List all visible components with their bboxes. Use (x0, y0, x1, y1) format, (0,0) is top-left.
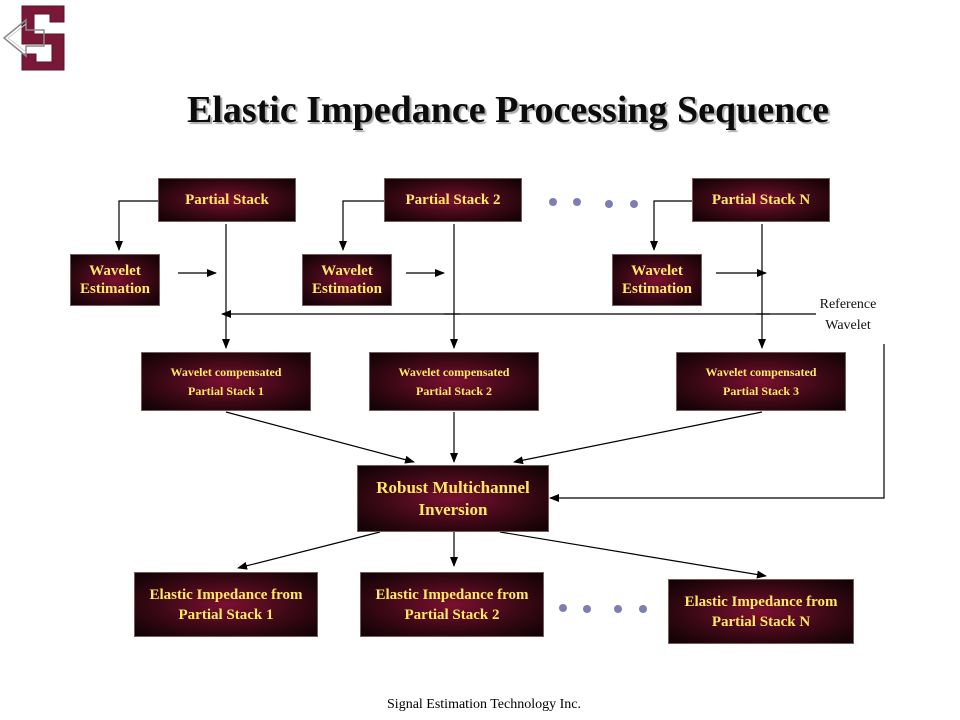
wavelet-estimation-box-2: Wavelet Estimation (302, 254, 392, 306)
ellipsis-dot (549, 198, 557, 206)
partial-stack-n-box: Partial Stack N (692, 178, 830, 222)
ellipsis-dot (559, 604, 567, 612)
company-logo (2, 5, 65, 71)
arrow-stack2-to-wavelet (339, 200, 384, 251)
partial-stack-2-box: Partial Stack 2 (384, 178, 522, 222)
wavelet-estimation-box-n: Wavelet Estimation (612, 254, 702, 306)
wavelet-estimation-box-1: Wavelet Estimation (70, 254, 160, 306)
arrow-inversion-to-eiN (499, 531, 767, 579)
footer-company: Signal Estimation Technology Inc. (387, 697, 581, 712)
ellipsis-dot (583, 605, 591, 613)
ellipsis-dot (573, 198, 581, 206)
arrow-stackN-to-wavelet (650, 200, 692, 251)
reference-wavelet-label: Reference Wavelet (819, 297, 877, 333)
ellipsis-dot (639, 605, 647, 613)
compensated-stack-3-box: Wavelet compensated Partial Stack 3 (676, 352, 846, 411)
inversion-box: Robust Multichannel Inversion (357, 465, 549, 532)
arrow-reference-to-inversion (549, 344, 885, 502)
arrow-comp1-to-inversion (225, 411, 415, 464)
elastic-impedance-2-box: Elastic Impedance from Partial Stack 2 (360, 572, 544, 637)
elastic-impedance-1-box: Elastic Impedance from Partial Stack 1 (134, 572, 318, 637)
arrow-stack1-to-wavelet (115, 200, 158, 251)
page-title: Elastic Impedance Processing Sequence (186, 89, 830, 131)
ellipsis-dot (614, 605, 622, 613)
elastic-impedance-n-box: Elastic Impedance from Partial Stack N (668, 579, 854, 644)
compensated-stack-2-box: Wavelet compensated Partial Stack 2 (369, 352, 539, 411)
arrow-comp3-to-inversion (513, 411, 763, 465)
partial-stack-1-box: Partial Stack (158, 178, 296, 222)
ellipsis-dot (630, 200, 638, 208)
arrow-inversion-to-ei1 (237, 531, 381, 570)
ellipsis-dot (605, 200, 613, 208)
compensated-stack-1-box: Wavelet compensated Partial Stack 1 (141, 352, 311, 411)
